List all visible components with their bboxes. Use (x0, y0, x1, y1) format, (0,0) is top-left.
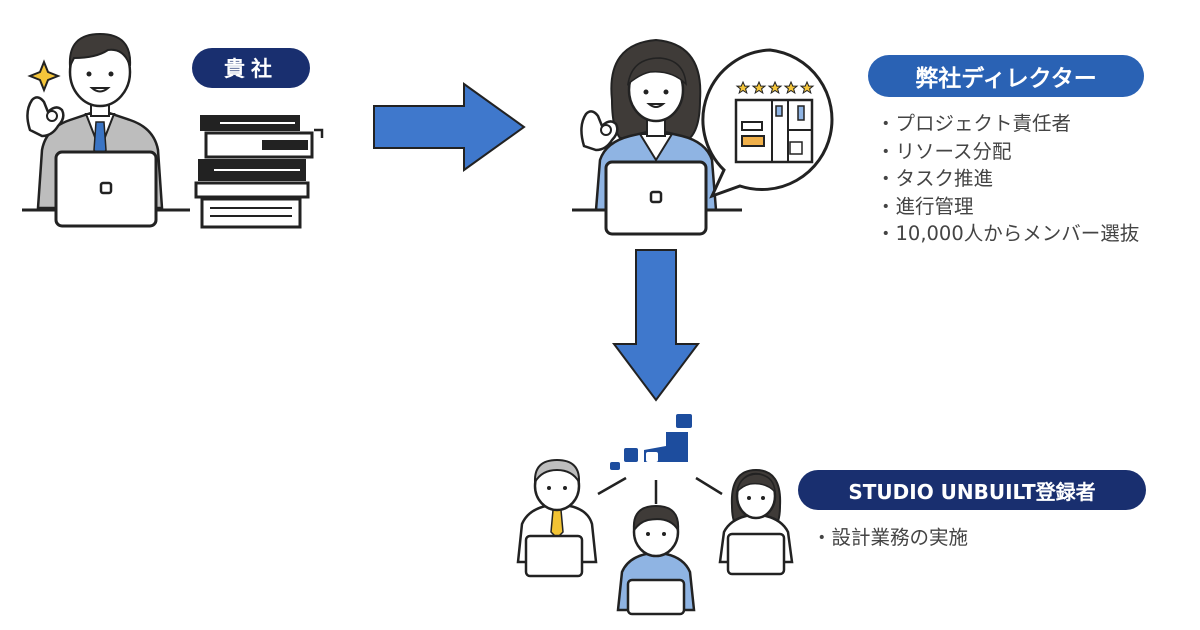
director-item: プロジェクト責任者 (876, 110, 1139, 138)
floor-plan-icon (734, 98, 814, 164)
director-item: 10,000人からメンバー選抜 (876, 220, 1140, 248)
arrow-down (612, 249, 700, 402)
director-item: 進行管理 (876, 193, 1139, 221)
speech-bubble-icon (701, 48, 834, 199)
laptop-icon (626, 578, 686, 616)
star-icon (767, 80, 783, 95)
registrant-item: 設計業務の実施 (812, 524, 969, 552)
arrow-right (373, 82, 526, 172)
registrant-tasks: 設計業務の実施 (812, 524, 969, 552)
client-illustration (22, 32, 324, 229)
registrant-person-right (718, 468, 794, 576)
client-label: 貴社 (192, 48, 310, 88)
director-label: 弊社ディレクター (868, 55, 1144, 97)
registrant-person-left (516, 458, 598, 578)
director-responsibilities: プロジェクト責任者 リソース分配 タスク推進 進行管理 10,000人からメンバ… (876, 110, 1140, 248)
director-item: タスク推進 (876, 165, 1139, 193)
registrant-person-center (616, 504, 696, 616)
laptop-icon (524, 534, 584, 578)
star-icon (799, 80, 815, 95)
director-item: リソース分配 (876, 138, 1139, 166)
rating-stars (735, 80, 815, 95)
registrants-label: STUDIO UNBUILT登録者 (798, 470, 1146, 510)
laptop-icon (54, 150, 158, 228)
japan-map-icon (610, 414, 692, 470)
director-illustration (572, 38, 834, 236)
star-icon (783, 80, 799, 95)
sparkle-icon (27, 59, 61, 93)
laptop-icon (604, 160, 708, 236)
star-icon (751, 80, 767, 95)
book-stack-icon (194, 115, 324, 229)
laptop-icon (726, 532, 786, 576)
star-icon (735, 80, 751, 95)
